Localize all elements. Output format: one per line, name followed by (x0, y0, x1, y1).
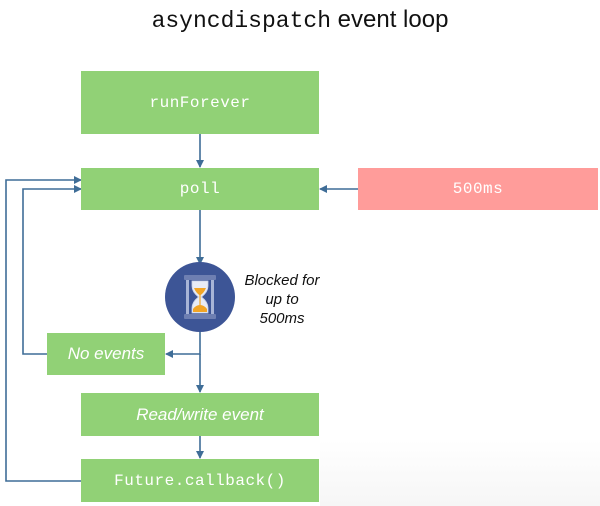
arrow-no-events-to-poll (22, 185, 82, 355)
timeout-node: 500ms (358, 168, 598, 210)
blocked-label-line-1: Blocked for (244, 272, 320, 289)
blocked-label-line-3: 500ms (259, 310, 305, 327)
no-events-node: No events (47, 333, 165, 375)
blocked-label: Blocked for up to 500ms (232, 271, 332, 328)
future-callback-label: Future.callback() (114, 471, 286, 490)
runforever-node: runForever (81, 71, 319, 134)
future-callback-node: Future.callback() (81, 459, 319, 502)
diagram-title: asyncdispatch event loop (0, 6, 600, 34)
blocked-label-line-2: up to (265, 291, 299, 308)
runforever-label: runForever (149, 93, 251, 112)
bottom-fade (320, 440, 600, 506)
arrow-hourglass-to-no-events (165, 330, 201, 358)
no-events-label: No events (67, 344, 145, 363)
title-text-part: event loop (337, 6, 449, 33)
arrow-callback-to-poll (5, 176, 82, 482)
timeout-label: 500ms (452, 180, 504, 198)
read-write-event-node: Read/write event (81, 393, 319, 436)
read-write-event-label: Read/write event (136, 404, 264, 424)
poll-node: poll (81, 168, 319, 210)
title-code-part: asyncdispatch (151, 8, 331, 34)
hourglass-icon (165, 262, 235, 332)
poll-label: poll (179, 180, 221, 198)
